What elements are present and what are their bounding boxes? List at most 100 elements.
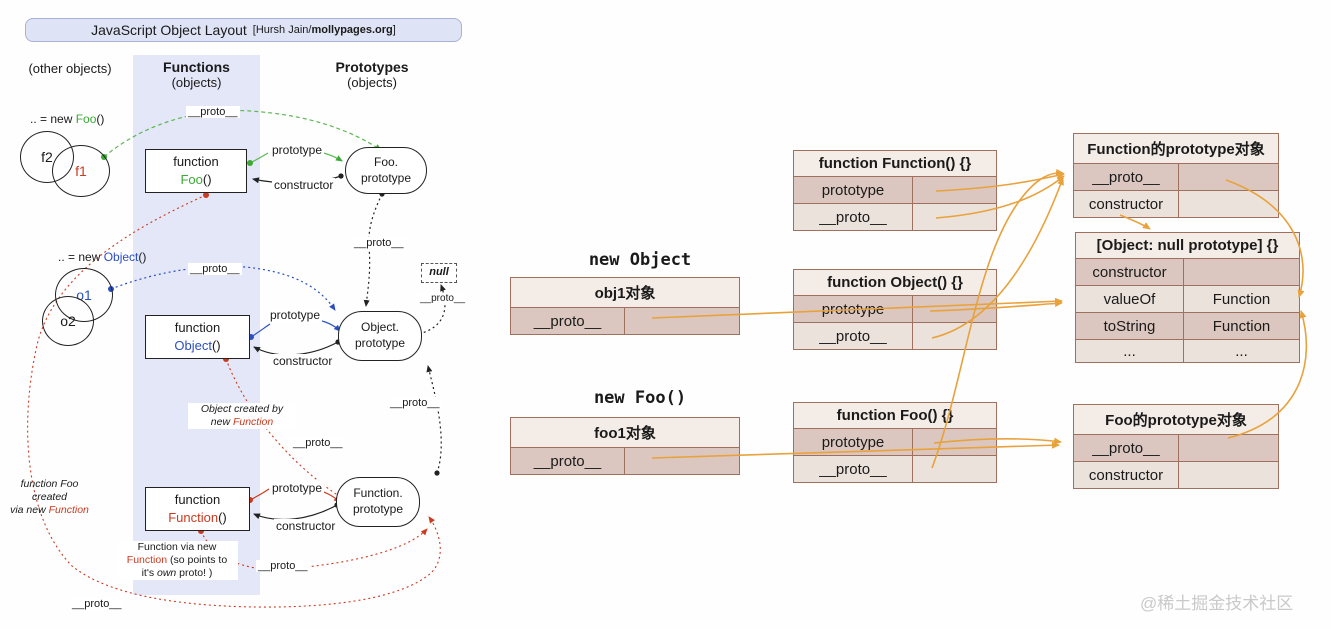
watermark: @稀土掘金技术社区 (1140, 594, 1294, 613)
table-function-prototype-title: Function的prototype对象 (1074, 134, 1278, 164)
constructor-label-function: constructor (274, 519, 338, 533)
proto-label-1: __proto__ (186, 106, 240, 118)
prototype-label-function: prototype (270, 481, 325, 495)
cell-key: prototype (794, 429, 913, 455)
table-row: constructor (1074, 462, 1278, 488)
cell-key: __proto__ (1074, 435, 1179, 461)
ellipse-foo-line2: prototype (360, 170, 412, 185)
cell-key: __proto__ (511, 308, 625, 334)
circle-f2-label: f2 (41, 149, 53, 165)
cell-value (913, 456, 996, 482)
table-row: ... ... (1076, 340, 1299, 362)
cell-key: __proto__ (794, 204, 913, 230)
table-row: constructor (1076, 259, 1299, 286)
box-foo-line2: Foo() (146, 171, 246, 189)
constructor-label-object: constructor (271, 354, 335, 368)
cell-value: Function (1212, 317, 1271, 335)
table-row: constructor (1074, 191, 1278, 217)
proto-label-2: __proto__ (352, 237, 406, 249)
ellipse-object-prototype: Object. prototype (338, 311, 422, 361)
title-text: JavaScript Object Layout (91, 22, 247, 38)
table-object-null-prototype-title: [Object: null prototype] {} (1076, 233, 1299, 259)
table-function-foo-title: function Foo() {} (794, 403, 996, 429)
cell-value (913, 177, 996, 203)
note-function-via-line3-prefix: it's (141, 567, 157, 580)
note-foo-created-line3-prefix: via new (10, 504, 49, 517)
cell-value: ... (1235, 342, 1248, 360)
functions-subheader: (objects) (171, 75, 222, 90)
heading-new-object: new Object (588, 250, 692, 270)
table-row: prototype (794, 177, 996, 204)
note-function-via-line1: Function via new (137, 541, 217, 553)
table-foo-prototype: Foo的prototype对象 __proto__ constructor (1073, 404, 1279, 489)
functions-header: Functions (163, 59, 230, 75)
table-function-object-title: function Object() {} (794, 270, 996, 296)
cell-key: __proto__ (794, 323, 913, 349)
table-object-null-prototype: [Object: null prototype] {} constructor … (1075, 232, 1300, 363)
box-object-name: Object (174, 338, 212, 353)
note-foo-created: function Foo created via new Function (2, 478, 97, 517)
table-row: __proto__ (794, 204, 996, 230)
table-function-prototype: Function的prototype对象 __proto__ construct… (1073, 133, 1279, 218)
note-foo-created-line1: function Foo (20, 478, 79, 490)
note-object-created-line2-prefix: new (210, 416, 233, 429)
cell-value (1179, 435, 1278, 461)
ellipse-function-line2: prototype (352, 502, 404, 516)
cell-value (913, 323, 996, 349)
box-function-object: function Object() (145, 315, 250, 359)
proto-label-4: __proto__ (188, 263, 242, 275)
note-function-via-line2-rest: (so points to (167, 554, 228, 567)
proto-label-7: __proto__ (256, 560, 310, 572)
note-function-via-line3-italic: own (156, 567, 177, 580)
new-object-name: Object (103, 250, 139, 264)
table-obj1-title: obj1对象 (511, 278, 739, 308)
table-foo1-title: foo1对象 (511, 418, 739, 448)
constructor-label-foo: constructor (272, 178, 336, 192)
table-row: __proto__ (794, 323, 996, 349)
new-foo-name: Foo (75, 112, 97, 126)
cell-value (1179, 462, 1278, 488)
table-row: __proto__ (511, 308, 739, 334)
ellipse-function-prototype: Function. prototype (336, 477, 420, 527)
cell-key: __proto__ (511, 448, 625, 474)
cell-key: constructor (1074, 462, 1179, 488)
new-object-prefix: .. = new (58, 250, 104, 264)
table-row: prototype (794, 296, 996, 323)
attribution-prefix: [Hursh Jain/ (252, 24, 312, 36)
cell-value (625, 448, 739, 474)
object-constructor-link (253, 339, 341, 356)
table-row: __proto__ (511, 448, 739, 474)
new-foo-label: .. = new Foo() (30, 112, 104, 126)
cell-value (1179, 164, 1278, 190)
cell-value (913, 296, 996, 322)
circle-o2: o2 (42, 296, 94, 346)
table-row: valueOf Function (1076, 286, 1299, 313)
cell-key: constructor (1076, 259, 1184, 285)
note-foo-created-line3-red: Function (48, 504, 89, 517)
ellipse-function-line1: Function. (353, 486, 403, 501)
table-function-object: function Object() {} prototype __proto__ (793, 269, 997, 350)
proto-label-8: __proto__ (70, 598, 124, 610)
note-object-created: Object created by new Function (188, 403, 296, 430)
note-function-via-line2-red: Function (126, 554, 168, 567)
ellipse-foo-line1: Foo. (373, 154, 398, 169)
note-function-via: Function via new Function (so points to … (116, 541, 238, 581)
cell-key: __proto__ (1074, 164, 1179, 190)
box-object-line1: function (174, 320, 221, 336)
table-function-foo: function Foo() {} prototype __proto__ (793, 402, 997, 483)
circle-o2-label: o2 (60, 313, 76, 329)
ellipse-foo-prototype: Foo. prototype (345, 147, 427, 194)
table-row: __proto__ (1074, 164, 1278, 191)
function-constructor-link (253, 502, 340, 521)
circle-f1: f1 (52, 145, 110, 197)
box-function-foo: function Foo() (145, 149, 247, 193)
null-box: null (421, 263, 457, 283)
table-row: __proto__ (1074, 435, 1278, 462)
ellipse-object-line2: prototype (354, 336, 406, 350)
prototypes-subheader: (objects) (347, 75, 397, 90)
ellipse-object-line1: Object. (360, 320, 399, 335)
prototypes-header: Prototypes (335, 59, 409, 75)
attribution-site: mollypages.org (311, 24, 393, 36)
circle-f1-label: f1 (75, 163, 87, 179)
